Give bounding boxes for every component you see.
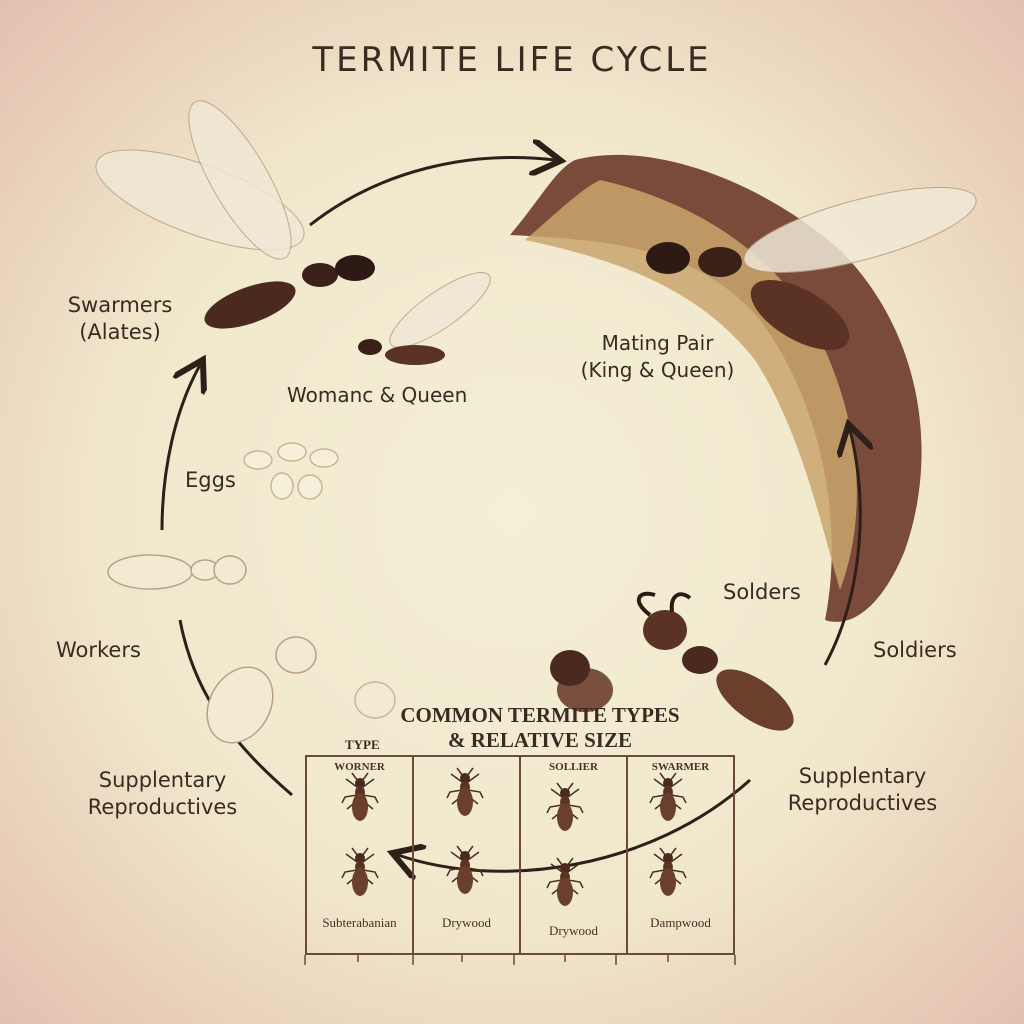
table-column: WORNER Subterabanian: [307, 757, 414, 953]
label-swarmers: Swarmers (Alates): [60, 292, 180, 346]
termite-types-table: WORNER Subterabanian Drywood SOLLIER Dry…: [305, 755, 735, 955]
swarmers-label: Swarmers: [67, 293, 173, 317]
label-mating-pair: Mating Pair (King & Queen): [570, 330, 745, 384]
column-footer: Subterabanian: [322, 915, 397, 930]
supp-right-line1: Supplentary: [798, 764, 927, 788]
swarmer-illustration: [95, 100, 375, 329]
table-title-line1: COMMON TERMITE TYPES: [400, 703, 680, 727]
table-column: SOLLIER Drywood: [521, 757, 628, 953]
label-eggs: Eggs: [185, 468, 236, 492]
column-footer: Drywood: [441, 915, 492, 930]
column-footer: Drywood: [548, 923, 599, 938]
swarmers-sublabel: (Alates): [79, 320, 161, 344]
column-header: SOLLIER: [549, 761, 598, 773]
supp-right-line2: Reproductives: [787, 791, 938, 815]
small-swarmer-illustration: [358, 272, 491, 365]
label-womanc-queen: Womanc & Queen: [287, 383, 468, 407]
column-header: WORNER: [334, 761, 385, 773]
table-type-header: TYPE: [345, 737, 380, 752]
mating-pair-sublabel: (King & Queen): [580, 358, 735, 382]
table-column: SWARMER Dampwood: [628, 757, 733, 953]
label-supplementary-right: Supplentary Reproductives: [780, 763, 945, 817]
mating-pair-illustration: [646, 187, 977, 350]
label-soldiers: Soldiers: [873, 638, 957, 662]
label-supplementary-left: Supplentary Reproductives: [80, 767, 245, 821]
table-column: Drywood: [414, 757, 521, 953]
table-ruler-ticks: [304, 955, 736, 965]
label-solders: Solders: [723, 580, 801, 604]
table-title-line2: & RELATIVE SIZE: [448, 728, 632, 752]
eggs-illustration: [243, 442, 339, 500]
table-title: COMMON TERMITE TYPES & RELATIVE SIZE: [380, 703, 700, 753]
supp-left-line2: Reproductives: [87, 795, 238, 819]
supp-left-line1: Supplentary: [98, 768, 227, 792]
soldier-illustration: [550, 591, 794, 731]
page-title: TERMITE LIFE CYCLE: [312, 40, 712, 80]
worker-illustration: [107, 554, 396, 744]
mating-pair-label: Mating Pair: [601, 331, 714, 355]
column-header: SWARMER: [651, 761, 710, 773]
label-workers: Workers: [56, 638, 141, 662]
column-footer: Dampwood: [650, 915, 711, 930]
